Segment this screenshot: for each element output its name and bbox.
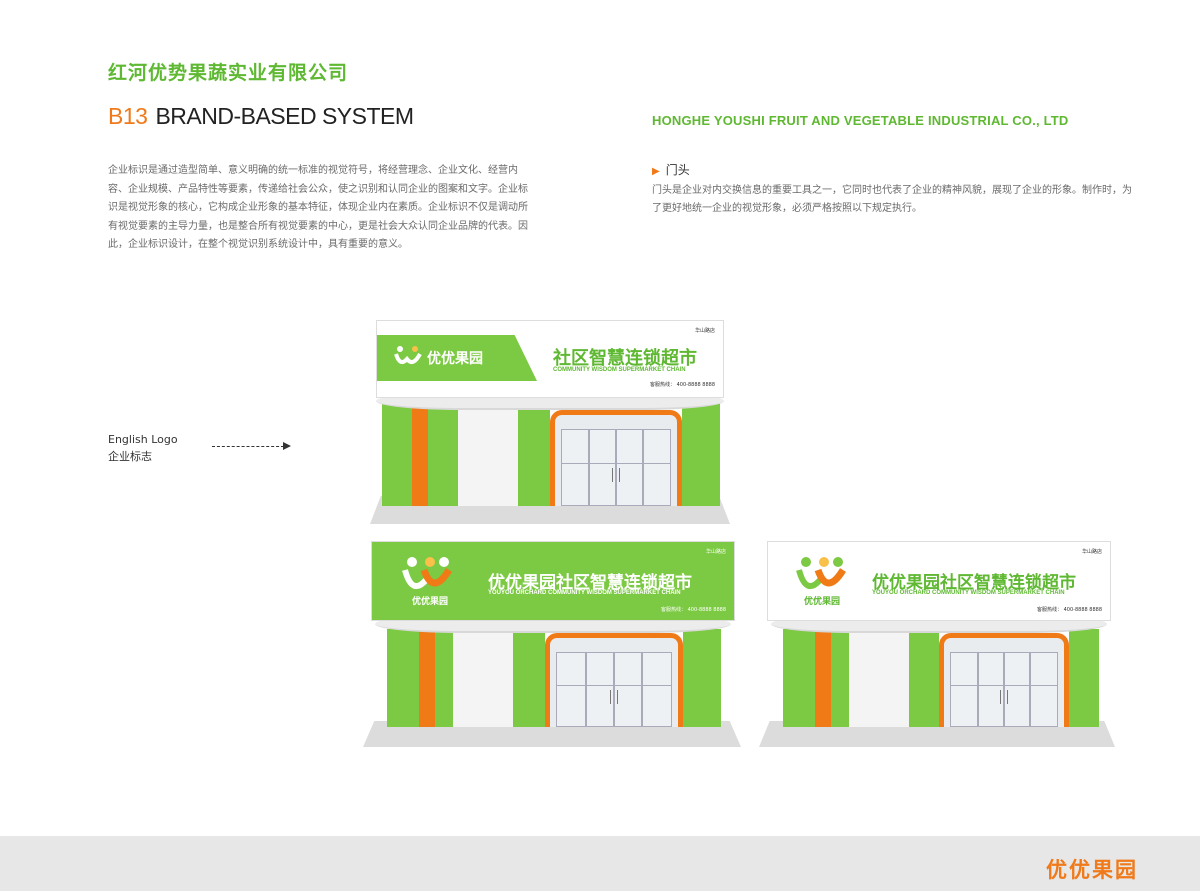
- storefront-wall: [783, 629, 1099, 727]
- section-paragraph: 门头是企业对内交换信息的重要工具之一，它同时也代表了企业的精神风貌，展现了企业的…: [652, 185, 1132, 214]
- brand-logo-icon: [394, 346, 422, 365]
- sign-branch-tag: 华山路店: [694, 328, 715, 334]
- storefront-2: 优优果园 优优果园社区智慧连锁超市 YOUYOU ORCHARD COMMUNI…: [363, 541, 743, 751]
- sign-phone: 客服热线： 400-8888 8888: [650, 382, 715, 388]
- sign-green-shape: [377, 335, 537, 381]
- company-name-cn: 红河优势果蔬实业有限公司: [108, 62, 349, 84]
- sign-logo-text: 优优果园: [427, 351, 483, 367]
- store-sign: 优优果园 优优果园社区智慧连锁超市 YOUYOU ORCHARD COMMUNI…: [371, 541, 735, 621]
- sign-subtitle: YOUYOU ORCHARD COMMUNITY WISDOM SUPERMAR…: [488, 590, 681, 596]
- sign-subtitle: COMMUNITY WISDOM SUPERMARKET CHAIN: [553, 367, 686, 373]
- sign-phone: 客服热线： 400-8888 8888: [661, 607, 726, 613]
- callout-english: English Logo: [108, 433, 178, 446]
- sign-phone: 客服热线： 400-8888 8888: [1037, 607, 1102, 613]
- footer-bar: 优优果园: [0, 836, 1200, 891]
- section-code: B13: [108, 103, 148, 129]
- storefront-1: 优优果园 社区智慧连锁超市 COMMUNITY WISDOM SUPERMARK…: [370, 320, 732, 530]
- triangle-bullet-icon: ▶: [652, 166, 660, 177]
- logo-callout: English Logo 企业标志: [108, 431, 178, 465]
- sign-logo-text: 优优果园: [412, 597, 449, 607]
- sign-title: 社区智慧连锁超市: [553, 348, 697, 369]
- intro-paragraph: 企业标识是通过造型简单、意义明确的统一标准的视觉符号，将经营理念、企业文化、经营…: [108, 165, 528, 250]
- sign-branch-tag: 华山路店: [1081, 549, 1102, 555]
- sign-subtitle: YOUYOU ORCHARD COMMUNITY WISDOM SUPERMAR…: [872, 590, 1065, 596]
- sign-title: 优优果园社区智慧连锁超市: [872, 573, 1076, 593]
- section-heading: ▶ 门头: [652, 161, 690, 178]
- section-title: B13 BRAND-BASED SYSTEM: [108, 103, 414, 130]
- sign-branch-tag: 华山路店: [705, 549, 726, 555]
- section-title-text: BRAND-BASED SYSTEM: [155, 103, 414, 129]
- brand-logo-icon: [796, 557, 846, 590]
- store-sign: 优优果园 社区智慧连锁超市 COMMUNITY WISDOM SUPERMARK…: [376, 320, 724, 398]
- footer-logo: 优优果园: [1046, 858, 1138, 882]
- store-door: [550, 410, 682, 506]
- storefront-wall: [387, 629, 721, 727]
- store-door: [939, 633, 1069, 727]
- company-name-en: HONGHE YOUSHI FRUIT AND VEGETABLE INDUST…: [652, 113, 1069, 128]
- callout-line: [212, 446, 284, 447]
- callout-arrow-icon: [283, 442, 291, 450]
- store-door: [545, 633, 683, 727]
- section-heading-text: 门头: [665, 163, 690, 177]
- storefront-wall: [382, 404, 720, 506]
- sign-logo-text: 优优果园: [804, 597, 841, 607]
- sign-title: 优优果园社区智慧连锁超市: [488, 573, 692, 593]
- brand-logo-icon: [402, 557, 452, 590]
- store-sign: 优优果园 优优果园社区智慧连锁超市 YOUYOU ORCHARD COMMUNI…: [767, 541, 1111, 621]
- callout-chinese: 企业标志: [108, 450, 152, 463]
- storefront-3: 优优果园 优优果园社区智慧连锁超市 YOUYOU ORCHARD COMMUNI…: [759, 541, 1119, 751]
